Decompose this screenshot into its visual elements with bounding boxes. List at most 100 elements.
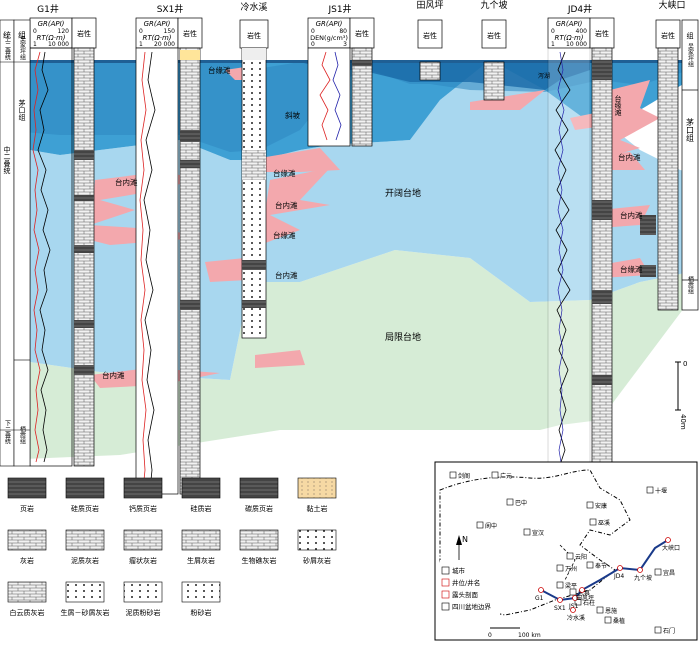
legend-swatch (65, 529, 105, 551)
map-city-marker (569, 588, 577, 596)
legend-label: 泥质灰岩 (71, 556, 99, 565)
strat-column-left: 统 组 上二叠统 中二叠统 下二叠统 吴家坪组 茅口组 栖霞组 (0, 19, 31, 467)
legend-label: 瘤状灰岩 (129, 556, 157, 565)
map-city-marker (586, 561, 594, 569)
well-tfp-name: 田风坪 (416, 0, 443, 11)
map-well-label: 田风坪 (576, 594, 594, 602)
svg-text:GR(API): GR(API) (316, 20, 343, 28)
map-city-label: 石门 (663, 627, 675, 635)
well-js1: JS1井 GR(API) 0 80 DEN(g/cm³) 0 3 岩性 (307, 3, 375, 147)
map-city-label: 石柱 (583, 599, 595, 607)
label-taineitan-4: 台内滩 (102, 370, 125, 380)
legend-label: 泥质粉砂岩 (126, 608, 161, 617)
svg-text:下二叠统: 下二叠统 (4, 420, 11, 445)
legend-label: 砂屑灰岩 (303, 556, 331, 565)
map-well-label: 大峡口 (662, 544, 680, 552)
map-city-label: 桑植 (613, 617, 625, 625)
svg-text:岩性: 岩性 (247, 31, 261, 40)
svg-text:80: 80 (339, 28, 347, 35)
map-city-marker (523, 528, 531, 536)
svg-text:0: 0 (33, 28, 37, 35)
north-label: N (462, 535, 468, 544)
svg-text:0: 0 (311, 28, 315, 35)
legend-swatch (181, 581, 221, 603)
lithology-legend: 页岩硅质页岩钙质页岩硅质岩碳质页岩黏土岩灰岩泥质灰岩瘤状灰岩生屑灰岩生物礁灰岩砂… (7, 477, 337, 617)
map-city-label: 忠县 (578, 589, 590, 597)
map-city-label: 宜昌 (663, 569, 675, 577)
legend-swatch (7, 581, 47, 603)
label-restricted-platform: 局限台地 (385, 331, 421, 343)
well-sx1: SX1井 GR(API) 0 150 RT(Ω·m) 1 20 000 岩性 (135, 3, 203, 495)
legend-swatch (65, 477, 105, 499)
map-well-marker (557, 597, 563, 603)
map-city-marker (586, 501, 594, 509)
legend-label: 钙质页岩 (129, 504, 157, 513)
svg-text:RT(Ω·m): RT(Ω·m) (555, 34, 584, 42)
svg-text:1: 1 (33, 41, 37, 48)
label-taiyuantan-4: 台缘滩 (620, 264, 643, 274)
map-city-marker (506, 498, 514, 506)
legend-swatch (123, 477, 163, 499)
well-g1-name: G1井 (37, 3, 59, 15)
legend-swatch (7, 529, 47, 551)
legend-label: 灰岩 (20, 556, 34, 565)
svg-text:岩性: 岩性 (183, 29, 197, 38)
svg-text:岩性: 岩性 (77, 29, 91, 38)
map-city-marker (556, 564, 564, 572)
map-city-marker (646, 486, 654, 494)
map-well-marker (572, 595, 578, 601)
well-lengshuixi: 冷水溪 岩性 (239, 1, 269, 339)
map-legend-label: 城市 (452, 566, 466, 575)
svg-text:1: 1 (139, 41, 143, 48)
map-city-marker (654, 626, 662, 634)
well-jd4-name: JD4井 (567, 3, 592, 15)
map-city-label: 巴中 (515, 499, 527, 507)
svg-text:上二叠统: 上二叠统 (4, 35, 11, 61)
well-g1: G1井 GR(API) 0 120 RT(Ω·m) 1 10 000 岩性 (29, 3, 97, 467)
map-city-marker (604, 616, 612, 624)
svg-text:中二叠统: 中二叠统 (3, 145, 11, 175)
svg-text:120: 120 (58, 28, 70, 35)
map-legend-label: 井位/井名 (452, 578, 480, 587)
map-legend-label: 露头剖面 (452, 590, 479, 599)
label-taineitan-6: 台内滩 (620, 210, 643, 220)
legend-label: 碳质页岩 (245, 504, 273, 513)
svg-text:10 000: 10 000 (48, 41, 69, 48)
legend-label: 生屑灰岩 (187, 556, 215, 565)
svg-text:栖霞组: 栖霞组 (687, 275, 694, 294)
map-well-label: JS1 (568, 603, 579, 610)
top-dark-blue (300, 62, 590, 90)
well-tianfengping: 田风坪 岩性 (416, 0, 444, 81)
svg-text:0: 0 (139, 28, 143, 35)
scale-bar: 0 40m (675, 360, 687, 430)
legend-swatch (181, 529, 221, 551)
map-well-label: 冷水溪 (567, 614, 585, 622)
map-city-label: 云阳 (575, 553, 587, 561)
legend-label: 硅质岩 (191, 504, 212, 513)
map-well-label: SX1 (554, 605, 566, 612)
well-sx1-name: SX1井 (157, 3, 184, 15)
map-city-label: 梁平 (565, 582, 577, 590)
map-city-label: 剑阁 (458, 472, 470, 480)
legend-swatch (297, 529, 337, 551)
svg-text:岩性: 岩性 (487, 31, 501, 40)
map-city-marker (476, 521, 484, 529)
svg-text:3: 3 (343, 41, 347, 48)
svg-text:茅口组: 茅口组 (686, 117, 695, 142)
map-city-label: 恩施 (605, 607, 617, 615)
svg-text:吴家坪组: 吴家坪组 (19, 36, 26, 60)
map-well-marker (579, 587, 585, 593)
map-well-marker (538, 587, 544, 593)
map-city-label: 万州 (565, 566, 577, 573)
legend-label: 白云质灰岩 (10, 608, 45, 617)
svg-text:栖霞组: 栖霞组 (19, 425, 26, 444)
label-taiyuantan-2: 台缘滩 (273, 168, 296, 178)
svg-text:0: 0 (311, 41, 315, 48)
svg-text:40m: 40m (679, 414, 687, 430)
legend-label: 生屑－砂屑灰岩 (61, 608, 110, 617)
map-well-marker (617, 565, 623, 571)
svg-text:统: 统 (3, 30, 11, 40)
map-city-marker (596, 606, 604, 614)
label-taineitan-5: 台内滩 (618, 152, 641, 162)
svg-text:GR(API): GR(API) (144, 20, 171, 28)
